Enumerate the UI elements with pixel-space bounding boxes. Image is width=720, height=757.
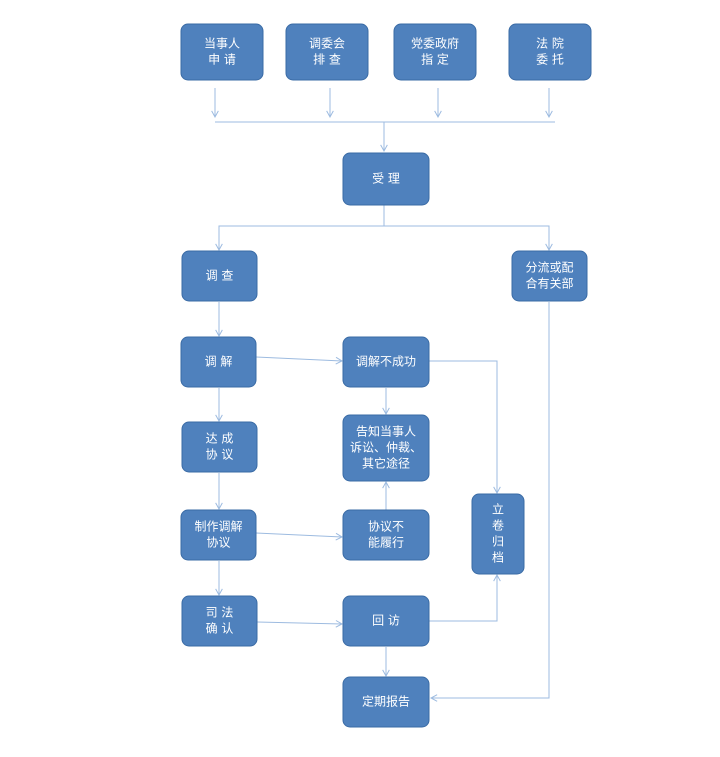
edge-mediate-to-fail-arrowhead xyxy=(335,356,344,365)
edge-make-to-notfulfilled-arrowhead xyxy=(335,532,344,541)
node-label-line: 法 院 xyxy=(536,37,564,51)
node-label-line: 调委会 xyxy=(309,37,345,51)
node-box xyxy=(285,23,369,81)
edge-accept-split-arrowhead xyxy=(215,243,223,252)
edge-revisit-to-archive-arrowhead xyxy=(493,573,501,582)
edge-merge-to-accept-arrowhead xyxy=(380,144,388,153)
edge-fail-to-archive xyxy=(429,360,498,493)
node-box xyxy=(180,509,257,561)
edge-accept-split xyxy=(218,205,385,250)
edge-revisit-to-archive xyxy=(429,575,498,622)
node-box xyxy=(342,336,430,388)
node-box xyxy=(508,23,592,81)
edge-fail-to-archive-arrowhead xyxy=(493,486,501,495)
edge-make-to-notfulfilled xyxy=(255,532,343,538)
node-label-line: 档 xyxy=(492,551,504,565)
node-court-entrust: 法 院委 托 xyxy=(508,23,592,81)
node-box xyxy=(342,595,430,647)
edge-confirm-to-revisit-arrowhead xyxy=(335,620,344,628)
node-box xyxy=(181,250,258,302)
node-box xyxy=(342,152,430,206)
node-label-line: 制作调解 xyxy=(194,520,242,534)
node-label-line: 党委政府 xyxy=(411,36,459,51)
node-box xyxy=(511,250,588,302)
edge-divert-to-report xyxy=(431,302,550,699)
node-mediate-fail: 调解不成功 xyxy=(342,336,430,388)
node-accept: 受 理 xyxy=(342,152,430,206)
edge-divert-to-report-arrowhead xyxy=(429,694,438,702)
node-box xyxy=(181,421,258,473)
node-label-line: 告知当事人 xyxy=(356,425,416,439)
node-label-line: 调解不成功 xyxy=(356,355,416,369)
edge-investigate-to-mediate-arrowhead xyxy=(215,329,223,338)
node-label-line: 诉讼、仲裁、 xyxy=(350,441,422,455)
node-label-line: 指 定 xyxy=(421,52,449,67)
node-label-line: 协 议 xyxy=(206,447,234,462)
node-label-line: 回 访 xyxy=(372,614,400,628)
node-label-line: 定期报告 xyxy=(362,694,410,709)
node-revisit: 回 访 xyxy=(342,595,430,647)
node-box xyxy=(342,509,430,561)
node-report: 定期报告 xyxy=(342,676,430,728)
node-judicial-confirm: 司 法确 认 xyxy=(181,595,258,647)
edge-party-apply-down-arrowhead xyxy=(211,110,219,119)
node-label-line: 达 成 xyxy=(206,432,234,446)
node-box xyxy=(471,493,525,575)
node-label-line: 归 xyxy=(492,535,504,549)
node-label-line: 其它途径 xyxy=(362,456,410,471)
node-label-line: 协议不 xyxy=(368,519,404,534)
edge-fail-to-notify-arrowhead xyxy=(382,407,390,416)
node-box xyxy=(180,336,257,388)
node-label-line: 委 托 xyxy=(536,53,564,67)
node-box xyxy=(393,23,477,81)
node-mediate: 调 解 xyxy=(180,336,257,388)
edge-mediate-to-agreement-arrowhead xyxy=(215,414,223,423)
node-box xyxy=(342,414,430,482)
node-box xyxy=(181,595,258,647)
node-label-line: 调 查 xyxy=(206,269,234,283)
node-investigate: 调 查 xyxy=(181,250,258,302)
edge-confirm-to-revisit xyxy=(256,621,343,625)
node-label-line: 当事人 xyxy=(204,37,240,51)
edge-accept-to-divert-arrowhead xyxy=(545,243,553,252)
flow-edges xyxy=(211,88,555,702)
edge-revisit-to-report-arrowhead xyxy=(382,669,390,678)
edge-notfulfilled-to-notify-arrowhead xyxy=(382,480,390,489)
node-box xyxy=(180,23,264,81)
edge-court-entrust-down-arrowhead xyxy=(545,110,553,119)
edge-committee-check-down-arrowhead xyxy=(326,110,334,119)
node-label-line: 分流或配 xyxy=(525,261,573,275)
node-label-line: 调 解 xyxy=(205,355,233,369)
node-label-line: 立 xyxy=(492,502,504,517)
node-label-line: 排 查 xyxy=(313,53,341,67)
node-label-line: 确 认 xyxy=(206,622,234,636)
node-label-line: 受 理 xyxy=(372,172,400,186)
edge-accept-to-divert xyxy=(384,225,550,250)
edge-mediate-to-fail xyxy=(255,356,343,362)
node-label-line: 协议 xyxy=(206,535,230,550)
edge-make-to-confirm-arrowhead xyxy=(215,588,223,597)
node-box xyxy=(342,676,430,728)
edge-agreement-to-make-arrowhead xyxy=(215,502,223,511)
node-label-line: 合有关部 xyxy=(525,276,573,291)
edge-gov-assign-down-arrowhead xyxy=(434,110,442,119)
node-label-line: 申 请 xyxy=(208,53,236,67)
node-label-line: 卷 xyxy=(492,518,504,533)
node-label-line: 能履行 xyxy=(368,536,404,550)
node-agreement: 达 成协 议 xyxy=(181,421,258,473)
node-label-line: 司 法 xyxy=(206,606,234,620)
